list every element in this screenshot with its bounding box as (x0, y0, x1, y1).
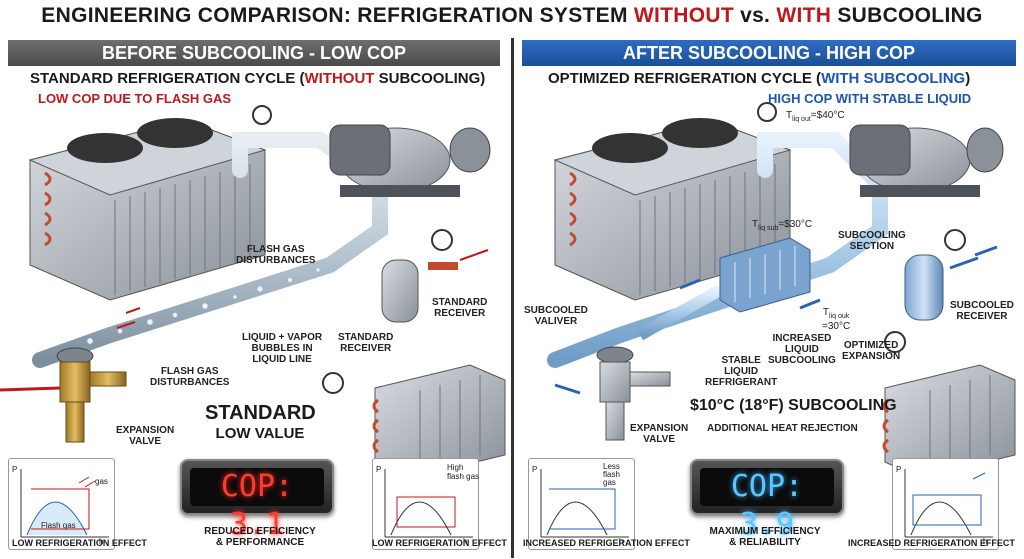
label-optimized-expansion: OPTIMIZED EXPANSION (842, 340, 900, 362)
label-additional-heat: ADDITIONAL HEAT REJECTION (707, 423, 858, 434)
left-big-sublabel: LOW VALUE (205, 425, 315, 442)
left-tagline: LOW COP DUE TO FLASH GAS (38, 91, 231, 106)
right-footer: MAXIMUM EFFICIENCY & RELIABILITY (700, 526, 830, 548)
axis-p: P (376, 465, 381, 474)
axis-p: P (12, 465, 17, 474)
left-banner: BEFORE SUBCOOLING - LOW COP (8, 40, 500, 66)
label-subcooled-receiver: SUBCOOLED RECEIVER (950, 300, 1014, 322)
left-bottom-caption-2: LOW REFRIGERATION EFFECT (372, 538, 507, 548)
center-divider (511, 38, 514, 558)
left-big-label: STANDARD (205, 402, 315, 425)
label-subcooling-section: SUBCOOLING SECTION (838, 230, 906, 252)
right-cop-value: COP: 3.9 (700, 468, 834, 506)
label-stable-liquid: STABLE LIQUID REFRIGERANT (705, 355, 777, 388)
axis-p: P (896, 465, 901, 474)
left-cop-value: COP: 3.1 (190, 468, 324, 506)
label-right-expansion-valve: EXPANSION VALVE (630, 423, 688, 445)
label-liquid-vapor: LIQUID + VAPOR BUBBLES IN LIQUID LINE (242, 332, 322, 365)
label-standard-receiver: STANDARD RECEIVER (338, 332, 393, 354)
label-increased-subcooling: INCREASED LIQUID SUBCOOLING (768, 333, 836, 366)
label-less-flash-gas: Less flash gas (603, 463, 620, 487)
label-tliq-sub: Tliq sub=$30°C (752, 219, 812, 234)
right-banner: AFTER SUBCOOLING - HIGH COP (522, 40, 1016, 66)
label-gas: gas (95, 477, 108, 486)
left-ph-diagram-2: P h High flash gas (372, 458, 479, 550)
right-ph-diagram-2: P h (892, 458, 999, 550)
right-bottom-caption-1: INCREASED REFRIGERATION EFFECT (523, 538, 690, 548)
label-tliq-out: Tliq out=$40°C (786, 110, 845, 125)
left-subtitle: STANDARD REFRIGERATION CYCLE (WITHOUT SU… (30, 70, 485, 87)
ph-curve-left-1 (9, 459, 114, 549)
label-flash-gas-top: FLASH GAS DISTURBANCES (236, 244, 315, 266)
left-expansion-valve (0, 348, 126, 442)
right-tagline: HIGH COP WITH STABLE LIQUID (768, 91, 971, 106)
left-compressor (330, 125, 490, 197)
left-bottom-caption-1: LOW REFRIGERATION EFFECT (12, 538, 147, 548)
right-big-label: $10°C (18°F) SUBCOOLING (690, 397, 880, 415)
label-standard-receiver-right: STANDARD RECEIVER (432, 297, 487, 319)
label-tliq-ouk: Tliq ouk=30°C (822, 308, 850, 332)
label-subcooled-valiver: SUBCOOLED VALIVER (524, 305, 588, 327)
left-condenser (30, 118, 265, 300)
label-left-expansion-valve: EXPANSION VALVE (116, 425, 174, 447)
right-cop-display: COP: 3.9 (690, 459, 844, 515)
left-footer: REDUCED EFFICIENCY & PERFORMANCE (200, 526, 320, 548)
ph-curve-right-2 (893, 459, 998, 549)
label-flash-gas: Flash gas (41, 521, 76, 530)
page-title: ENGINEERING COMPARISON: REFRIGERATION SY… (0, 4, 1024, 28)
left-ph-diagram-1: P h gas Flash gas (8, 458, 115, 550)
label-high-flash-gas: High flash gas (447, 463, 479, 481)
right-ph-diagram-1: P h Less flash gas (528, 458, 635, 550)
right-bottom-caption-2: INCREASED REFRIGERATION EFFECT (848, 538, 1015, 548)
label-flash-gas-bottom: FLASH GAS DISTURBANCES (150, 366, 229, 388)
axis-p: P (532, 465, 537, 474)
right-compressor (850, 125, 1003, 197)
right-subtitle: OPTIMIZED REFRIGERATION CYCLE (WITH SUBC… (548, 70, 970, 87)
left-cop-display: COP: 3.1 (180, 459, 334, 515)
